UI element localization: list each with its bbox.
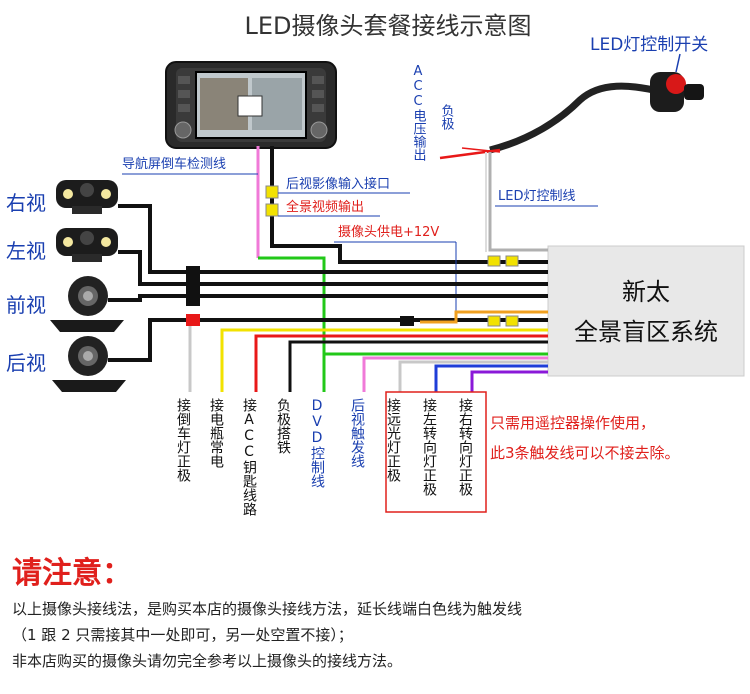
panorama-output-label: 全景视频输出 (286, 199, 364, 215)
head-unit (165, 61, 337, 149)
notice-line1: 以上摄像头接线法，是购买本店的摄像头接线方法，延长线端白色线为触发线 (12, 600, 523, 618)
label-reverse-light: 接倒车灯正极 (175, 397, 191, 482)
camera-front-label: 前视 (6, 293, 46, 317)
trigger-box (385, 391, 487, 513)
led-control-line-label: LED灯控制线 (498, 189, 575, 204)
negative-label: 负极 (439, 104, 455, 130)
camera-power-label: 摄像头供电+12V (338, 225, 439, 240)
led-switch-label: LED灯控制开关 (590, 35, 708, 55)
label-acc-key: 接ACC钥匙线路 (241, 397, 257, 516)
system-box (547, 245, 745, 377)
camera-left (56, 228, 118, 262)
camera-left-label: 左视 (6, 239, 46, 263)
notice-line2: （1 跟 2 只需接其中一处即可，另一处空置不接）； (12, 626, 353, 644)
label-right-turn: 接右转向灯正极 (457, 397, 473, 496)
rear-input-label: 后视影像输入接口 (286, 176, 390, 192)
camera-right (56, 180, 118, 214)
notice-line3: 非本店购买的摄像头请勿完全参考以上摄像头的接线方法。 (12, 652, 403, 670)
led-switch (489, 72, 704, 154)
notice-heading: 请注意： (12, 556, 132, 591)
remote-note-line1: 只需用遥控器操作使用， (490, 414, 655, 432)
label-ground: 负极搭铁 (275, 398, 291, 454)
camera-rear (52, 336, 126, 392)
camera-rear-label: 后视 (6, 351, 46, 375)
label-left-turn: 接左转向灯正极 (421, 397, 437, 496)
camera-right-label: 右视 (6, 191, 46, 215)
label-dvd-control: DVD控制线 (309, 398, 325, 488)
acc-label: ACC电压输出 (411, 64, 427, 161)
camera-front (50, 276, 124, 332)
system-name-line2: 全景盲区系统 (574, 318, 718, 346)
system-name-line1: 新太 (622, 278, 670, 306)
label-high-beam: 接远光灯正极 (385, 397, 401, 482)
nav-reverse-label: 导航屏倒车检测线 (122, 156, 226, 172)
remote-note-line2: 此3条触发线可以不接去除。 (490, 444, 680, 462)
diagram-title: LED摄像头套餐接线示意图 (244, 12, 531, 40)
label-rear-trigger: 后视触发线 (349, 398, 365, 468)
label-electric-bottle: 接电瓶常电 (208, 397, 224, 468)
